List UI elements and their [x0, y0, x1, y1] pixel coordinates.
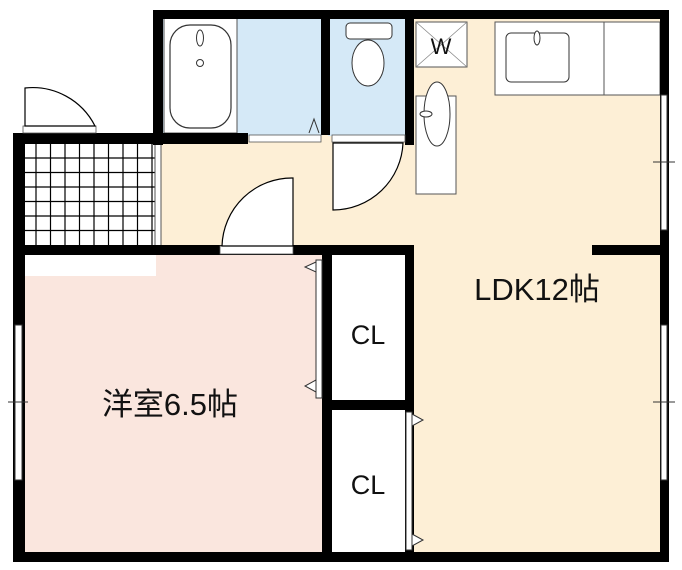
- toilet-icon: [345, 22, 393, 87]
- toilet-door-icon: [332, 142, 404, 211]
- closet-doors: [303, 259, 425, 551]
- ldk-floor-lower: [412, 240, 662, 554]
- closet-floor-2: [330, 408, 408, 554]
- closet-floor-1: [330, 254, 408, 402]
- entrance-door-icon: [24, 87, 96, 127]
- windows: [8, 94, 675, 481]
- washer-space-icon: W: [415, 21, 468, 68]
- western-room-label: 洋室6.5帖: [102, 387, 238, 422]
- bedroom-floor: [20, 254, 324, 554]
- washer-label: W: [431, 34, 452, 59]
- step-edge: [154, 143, 162, 247]
- door-mark-icon: [308, 117, 320, 134]
- bathtub-icon: [163, 17, 238, 134]
- entrance-tile-floor: [22, 144, 156, 276]
- bedroom-door-icon: [221, 177, 294, 247]
- closet-label-2: CL: [351, 470, 386, 500]
- closet-label-1: CL: [351, 320, 386, 350]
- door-sills: [22, 125, 406, 255]
- washbasin-icon: [415, 81, 457, 195]
- kitchen-counter-icon: [494, 21, 661, 96]
- ldk-label: LDK12帖: [474, 272, 600, 307]
- doors: [24, 87, 404, 247]
